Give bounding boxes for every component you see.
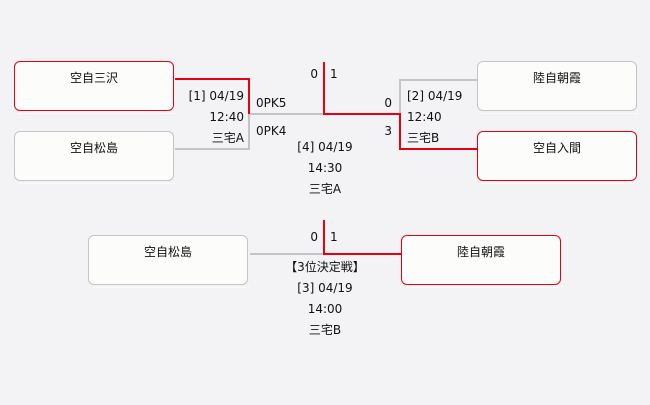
score-final-left: 0 xyxy=(310,67,318,81)
team-box-sf2-bottom[interactable]: 空自入間 xyxy=(477,131,638,184)
bracket-line-third-left xyxy=(250,253,324,255)
match-venue: 三宅A xyxy=(211,131,244,145)
bracket-line-sf2-bottom-vertical xyxy=(399,113,401,150)
bracket-line-sf1-to-final xyxy=(250,113,325,115)
match-title: 【3位決定戦】 xyxy=(285,260,365,274)
match-time: 12:40 xyxy=(407,110,442,124)
bracket-line-third-right xyxy=(323,253,401,255)
bracket-line-sf2-top-vertical xyxy=(399,79,401,115)
match-time: 14:30 xyxy=(307,161,343,175)
match-number: [4] xyxy=(297,140,315,154)
bracket-line-final-vertical xyxy=(323,62,325,115)
team-box-third-right[interactable]: 陸自朝霞 xyxy=(401,235,562,288)
match-info-sf2: [2] 04/19 12:40 三宅B xyxy=(407,86,487,149)
match-venue: 三宅B xyxy=(308,323,342,337)
team-box-sf2-top[interactable]: 陸自朝霞 xyxy=(477,61,638,114)
team-box-sf1-bottom[interactable]: 空自松島 xyxy=(14,131,175,184)
match-date: 04/19 xyxy=(427,89,463,103)
match-info-final: [4] 04/19 14:30 三宅A xyxy=(280,137,370,200)
team-name: 陸自朝霞 xyxy=(456,245,505,259)
match-number: [2] xyxy=(407,89,424,103)
score-sf2-top: 0 xyxy=(384,96,392,110)
team-box-third-left[interactable]: 空自松島 xyxy=(88,235,249,288)
team-name: 空自松島 xyxy=(143,245,192,259)
match-number: [1] xyxy=(188,89,206,103)
team-name: 陸自朝霞 xyxy=(532,71,581,85)
match-info-sf1: [1] 04/19 12:40 三宅A xyxy=(160,86,244,149)
match-date: 04/19 xyxy=(318,140,353,154)
team-name: 空自三沢 xyxy=(69,71,118,85)
bracket-line-sf1-bottom-vertical xyxy=(248,114,250,150)
bracket-line-sf1-bottom-horizontal xyxy=(175,148,250,150)
match-time: 12:40 xyxy=(209,110,244,124)
match-info-third: 【3位決定戦】 [3] 04/19 14:00 三宅B xyxy=(265,257,385,341)
bracket-line-sf2-top-horizontal xyxy=(400,79,477,81)
match-time: 14:00 xyxy=(307,302,343,316)
bracket-line-sf1-top-horizontal xyxy=(175,78,250,80)
match-date: 04/19 xyxy=(209,89,244,103)
team-box-sf1-top[interactable]: 空自三沢 xyxy=(14,61,175,114)
score-sf1-top: 0PK5 xyxy=(256,96,287,110)
bracket-line-sf1-top-vertical xyxy=(248,78,250,115)
score-final-right: 1 xyxy=(330,67,338,81)
bracket-line-sf2-to-final xyxy=(323,113,401,115)
match-venue: 三宅A xyxy=(308,182,342,196)
team-name: 空自入間 xyxy=(532,141,581,155)
score-third-right: 1 xyxy=(330,230,338,244)
match-date: 04/19 xyxy=(318,281,353,295)
score-sf1-bottom: 0PK4 xyxy=(256,124,287,138)
score-sf2-bottom: 3 xyxy=(384,124,392,138)
bracket-line-sf2-bottom-horizontal xyxy=(399,148,477,150)
score-third-left: 0 xyxy=(310,230,318,244)
bracket-line-third-vertical xyxy=(323,220,325,255)
match-venue: 三宅B xyxy=(407,131,440,145)
team-name: 空自松島 xyxy=(69,141,118,155)
match-number: [3] xyxy=(297,281,315,295)
